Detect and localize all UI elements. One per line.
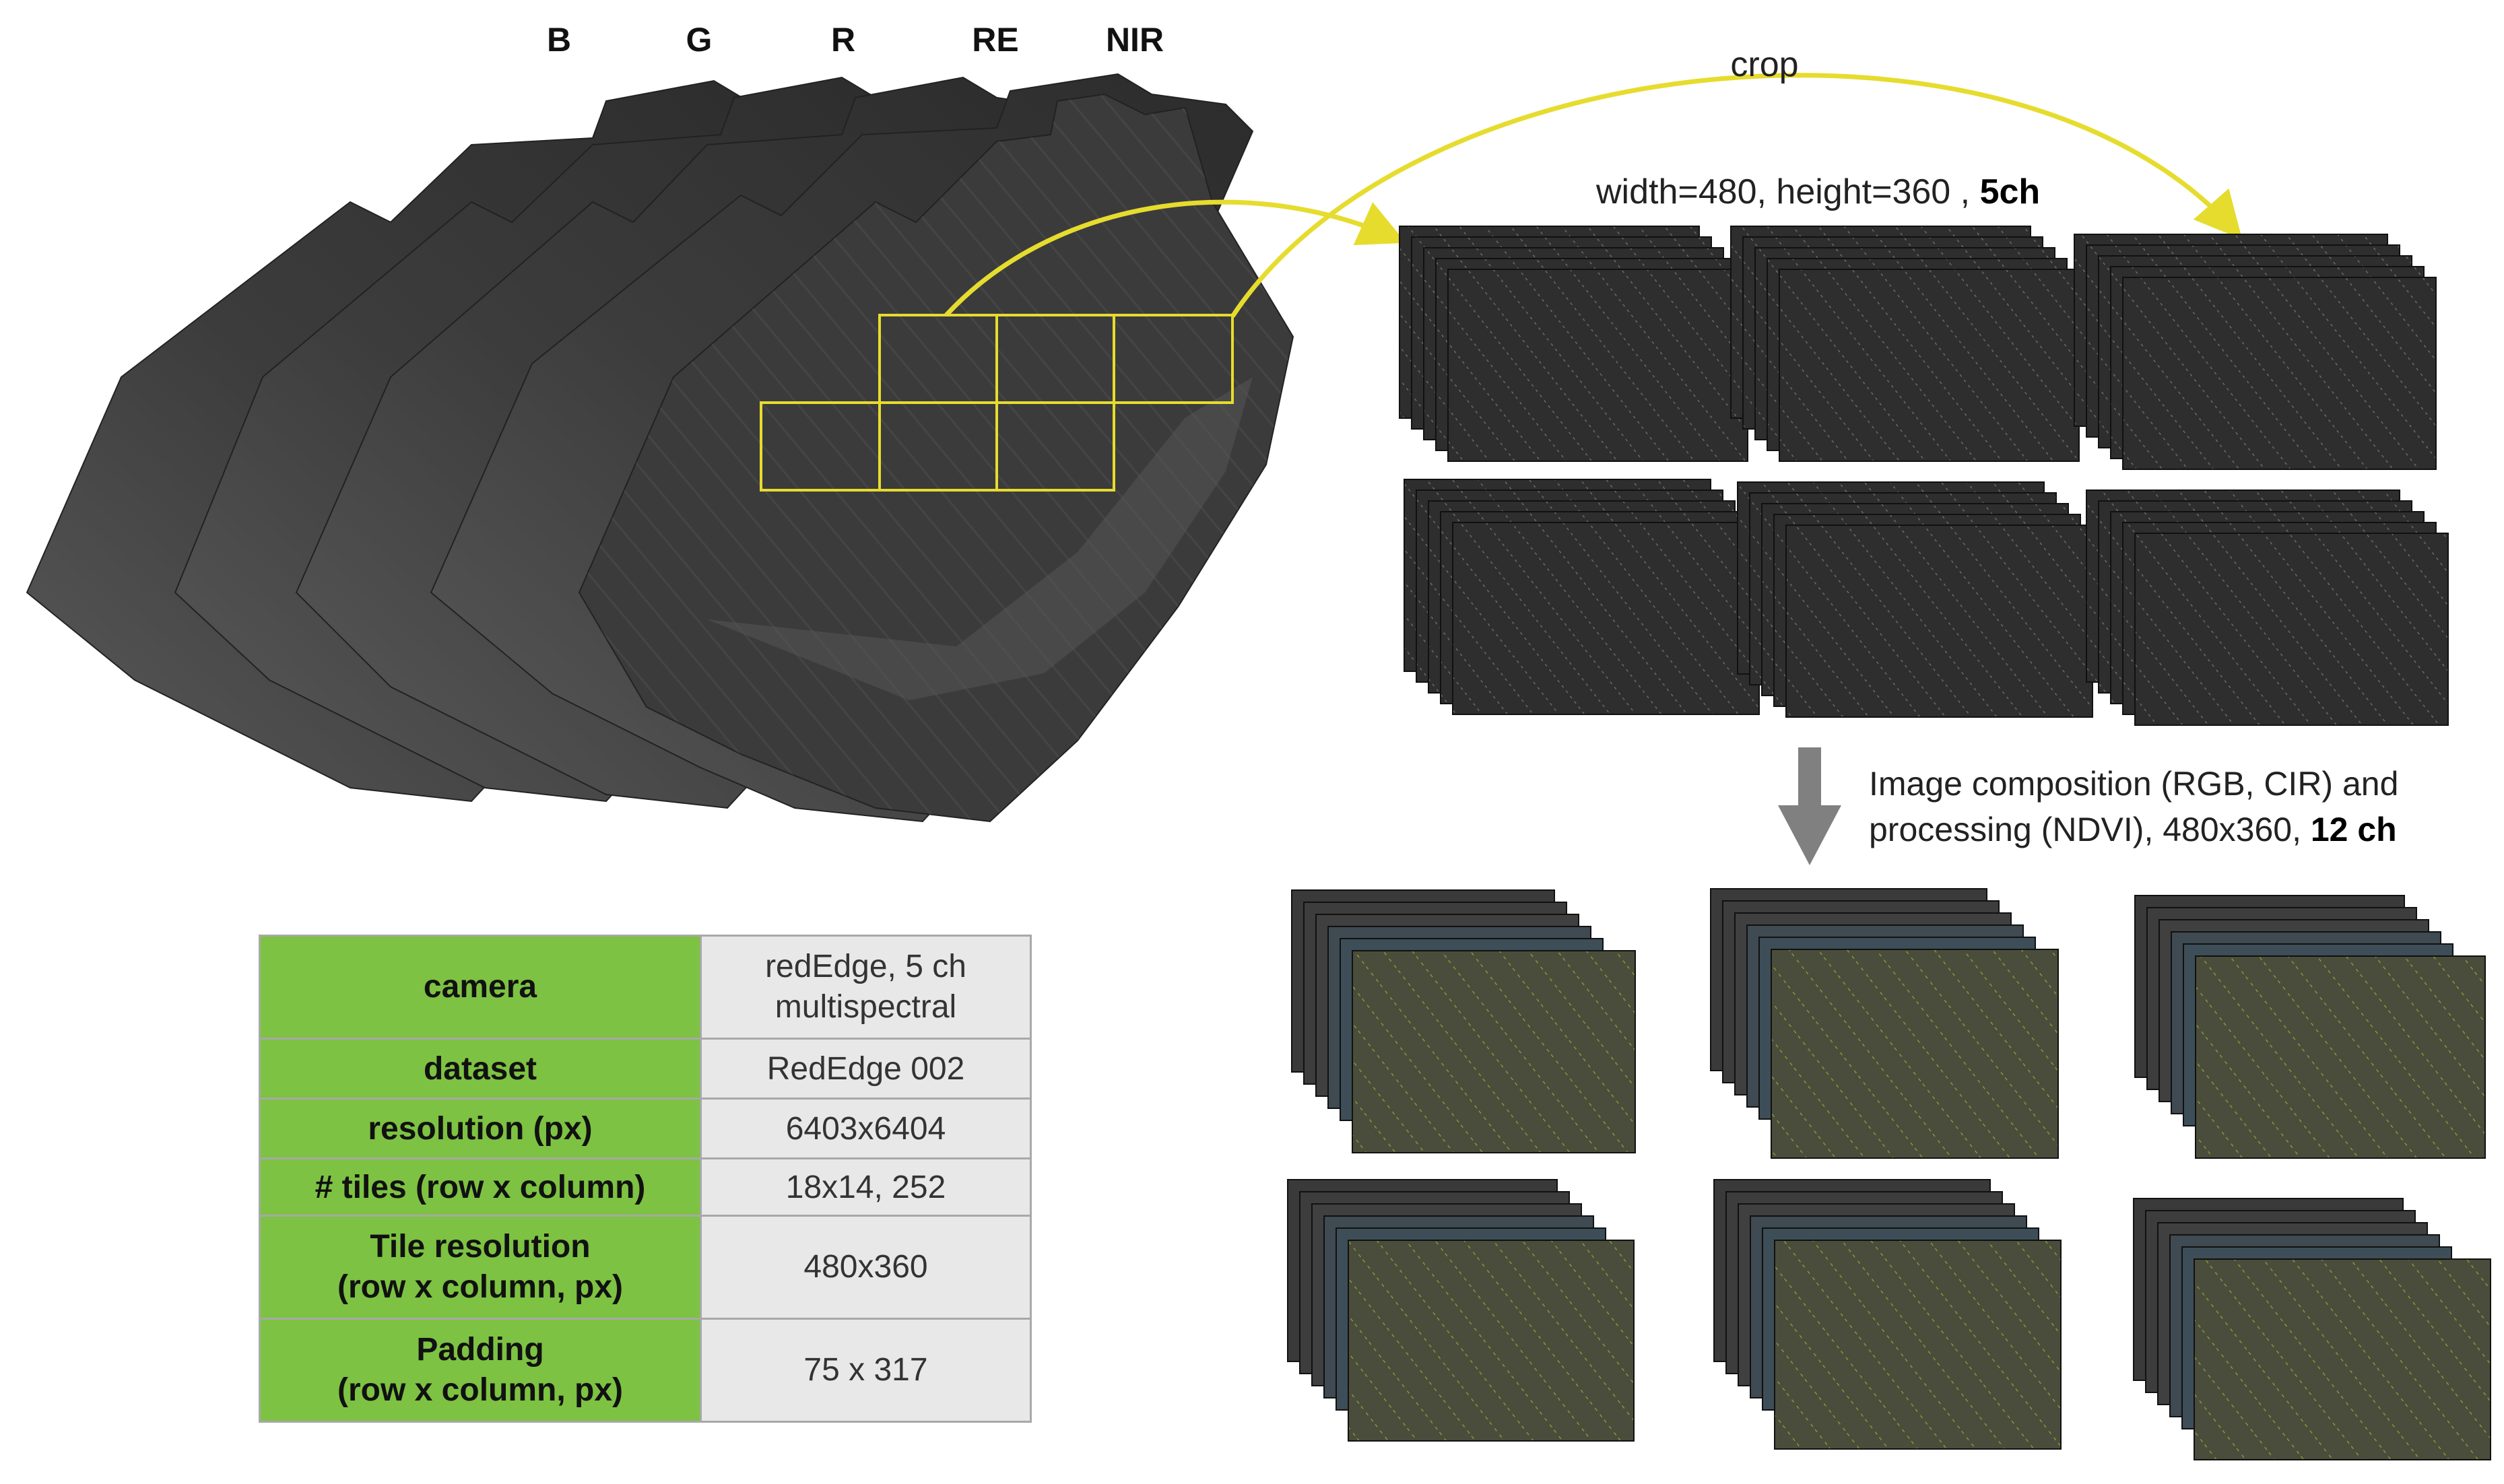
table-row: Padding (row x column, px) 75 x 317 [259, 1318, 1032, 1423]
band-layer-nir [578, 93, 1294, 823]
crop-cell [995, 401, 1115, 492]
tile-stack-12ch [1291, 889, 1636, 1153]
composition-line-1: Image composition (RGB, CIR) and [1869, 765, 2399, 803]
tile-spec-channels: 5ch [1979, 172, 2041, 211]
tile-stack-5ch [1737, 481, 2093, 718]
band-label-re: RE [972, 21, 1019, 59]
composition-line-2: processing (NDVI), 480x360, 12 ch [1869, 807, 2398, 852]
composition-channels: 12 ch [2310, 811, 2397, 848]
band-label-g: G [686, 21, 713, 59]
tile-stack-12ch [1713, 1179, 2062, 1450]
table-row: # tiles (row x column) 18x14, 252 [259, 1157, 1032, 1217]
param-value-tiles: 18x14, 252 [700, 1157, 1032, 1217]
tile-stack-12ch [2133, 1198, 2491, 1460]
param-key-padding-line2: (row x column, px) [337, 1372, 624, 1408]
tile-spec-dimensions: width=480, height=360 , [1596, 172, 1980, 211]
param-key-tile-resolution: Tile resolution (row x column, px) [259, 1215, 702, 1320]
crop-grid [760, 314, 1234, 492]
dataset-parameters-table: camera redEdge, 5 ch multispectral datase… [259, 935, 1032, 1423]
param-value-camera-line2: multispectral [775, 989, 957, 1025]
param-value-resolution: 6403x6404 [700, 1098, 1032, 1159]
tile-spec-label: width=480, height=360 , 5ch [1596, 172, 2040, 212]
param-key-dataset: dataset [259, 1038, 702, 1100]
tile-stack-5ch [1404, 479, 1760, 715]
table-row: Tile resolution (row x column, px) 480x36… [259, 1215, 1032, 1320]
composition-description: Image composition (RGB, CIR) and process… [1869, 761, 2398, 852]
param-key-padding-line1: Padding [416, 1332, 544, 1368]
tile-stack-5ch [2074, 234, 2437, 470]
table-row: dataset RedEdge 002 [259, 1038, 1032, 1100]
param-key-resolution: resolution (px) [259, 1098, 702, 1159]
composition-line-2-text: processing (NDVI), 480x360, [1869, 811, 2311, 848]
composition-down-arrow [1778, 747, 1841, 865]
param-value-camera-line1: redEdge, 5 ch [765, 949, 966, 984]
param-key-tiles: # tiles (row x column) [259, 1157, 702, 1217]
band-label-r: R [830, 21, 856, 59]
param-key-tile-resolution-line2: (row x column, px) [337, 1269, 624, 1305]
param-value-padding: 75 x 317 [700, 1318, 1032, 1423]
orthomosaic-band-stack [26, 73, 1294, 823]
tile-stack-12ch [1710, 888, 2059, 1159]
tile-stack-12ch [1287, 1179, 1635, 1442]
tile-stacks-5ch [1399, 226, 2449, 726]
crop-cell [1113, 314, 1234, 404]
crop-label: crop [1730, 45, 1799, 84]
tile-stack-5ch [1399, 226, 1748, 462]
crop-arrow-to-third-tile [1230, 73, 2243, 318]
band-label-b: B [546, 21, 572, 59]
param-key-padding: Padding (row x column, px) [259, 1318, 702, 1423]
param-value-camera: redEdge, 5 ch multispectral [700, 935, 1032, 1040]
tile-stacks-12ch [1287, 888, 2491, 1460]
param-value-dataset: RedEdge 002 [700, 1038, 1032, 1100]
tile-stack-5ch [1730, 226, 2080, 462]
table-row: camera redEdge, 5 ch multispectral [259, 935, 1032, 1040]
param-key-camera: camera [259, 935, 702, 1040]
tile-stack-5ch [2086, 490, 2449, 726]
table-row: resolution (px) 6403x6404 [259, 1098, 1032, 1159]
crop-arrows [944, 73, 2243, 318]
tile-stack-12ch [2134, 895, 2486, 1159]
param-key-tile-resolution-line1: Tile resolution [370, 1229, 591, 1264]
param-value-tile-resolution: 480x360 [700, 1215, 1032, 1320]
band-label-nir: NIR [1105, 21, 1164, 59]
